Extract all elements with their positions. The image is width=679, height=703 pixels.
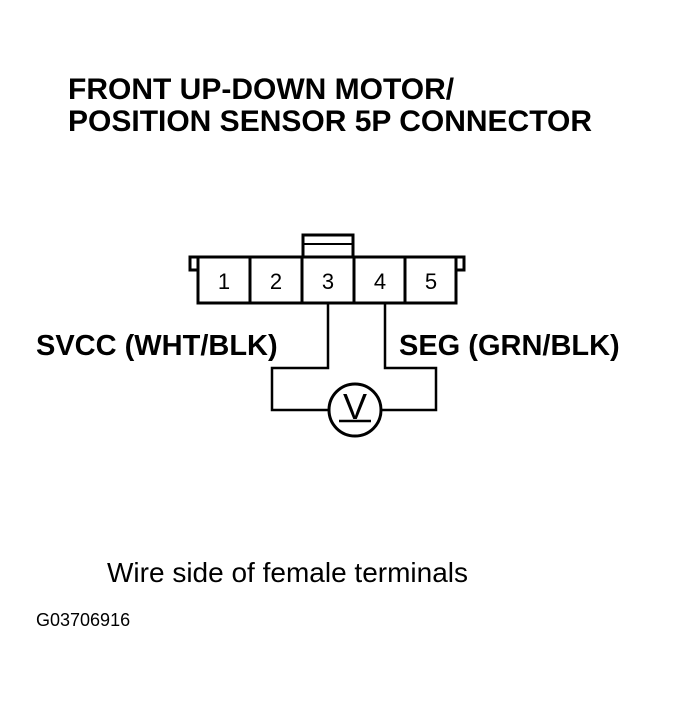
- pin-3-label: 3: [322, 269, 334, 294]
- pin-1-label: 1: [218, 269, 230, 294]
- svcc-wire-label: SVCC (WHT/BLK): [36, 330, 278, 362]
- pin-4-label: 4: [374, 269, 386, 294]
- pin-5-label: 5: [425, 269, 437, 294]
- title-line-1: FRONT UP-DOWN MOTOR/: [68, 73, 455, 106]
- connector-latch: [301, 233, 355, 259]
- seg-wire-label: SEG (GRN/BLK): [399, 330, 620, 362]
- probe-wire-right: [380, 303, 438, 412]
- voltmeter-icon: V: [327, 382, 383, 438]
- pin-2-label: 2: [270, 269, 282, 294]
- probe-wire-left: [270, 303, 330, 412]
- probe-wires: [270, 303, 438, 412]
- figure-id: G03706916: [36, 610, 130, 630]
- wire-side-caption: Wire side of female terminals: [107, 557, 468, 588]
- title-line-2: POSITION SENSOR 5P CONNECTOR: [68, 105, 592, 138]
- voltmeter-symbol: V: [343, 386, 367, 427]
